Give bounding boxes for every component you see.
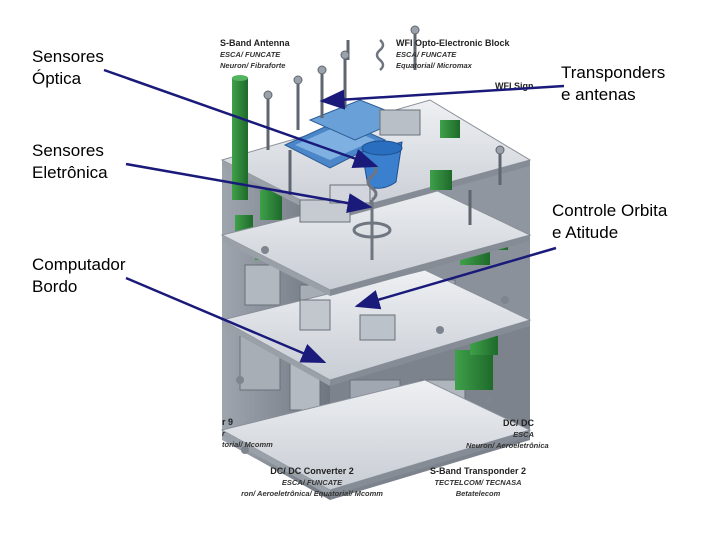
caption-sband-antenna: S-Band Antenna ESCA/ FUNCATE Neuron/ Fib… (220, 38, 290, 70)
green-unit (440, 120, 460, 138)
label-computador-bordo: Computador Bordo (32, 255, 126, 296)
gray-box (329, 184, 371, 204)
label-sensores-optica: Sensores Óptica (32, 47, 104, 88)
green-unit (430, 170, 452, 190)
caption-wfi-sig: WFI Sign (495, 81, 534, 91)
gray-box (379, 109, 421, 136)
caption-converter-9: r 9 r torial/ Mcomm (222, 417, 273, 449)
label-controle-orbita: Controle Orbita e Atitude (552, 201, 668, 242)
label-transponders-antenas: Transponders e antenas (561, 63, 666, 104)
green-cylinder (232, 78, 248, 200)
helix-antenna (375, 39, 385, 71)
mid-box (359, 314, 396, 341)
caption-wfi-block: WFI Opto-Electronic Block ESCA/ FUNCATE … (396, 38, 510, 70)
caption-dcdc-right: DC/ DC ESCA Neuron/ Aeroeletrônica (466, 418, 549, 450)
mid-box (244, 264, 281, 306)
caption-sband-transponder: S-Band Transponder 2 TECTELCOM/ TECNASA … (429, 466, 527, 498)
green-unit (455, 350, 493, 390)
mid-box (299, 299, 331, 331)
label-sensores-eletronica: Sensores Eletrônica (32, 141, 108, 182)
caption-dcdc-converter-2: DC/ DC Converter 2 ESCA/ FUNCATE ron/ Ae… (241, 466, 383, 498)
